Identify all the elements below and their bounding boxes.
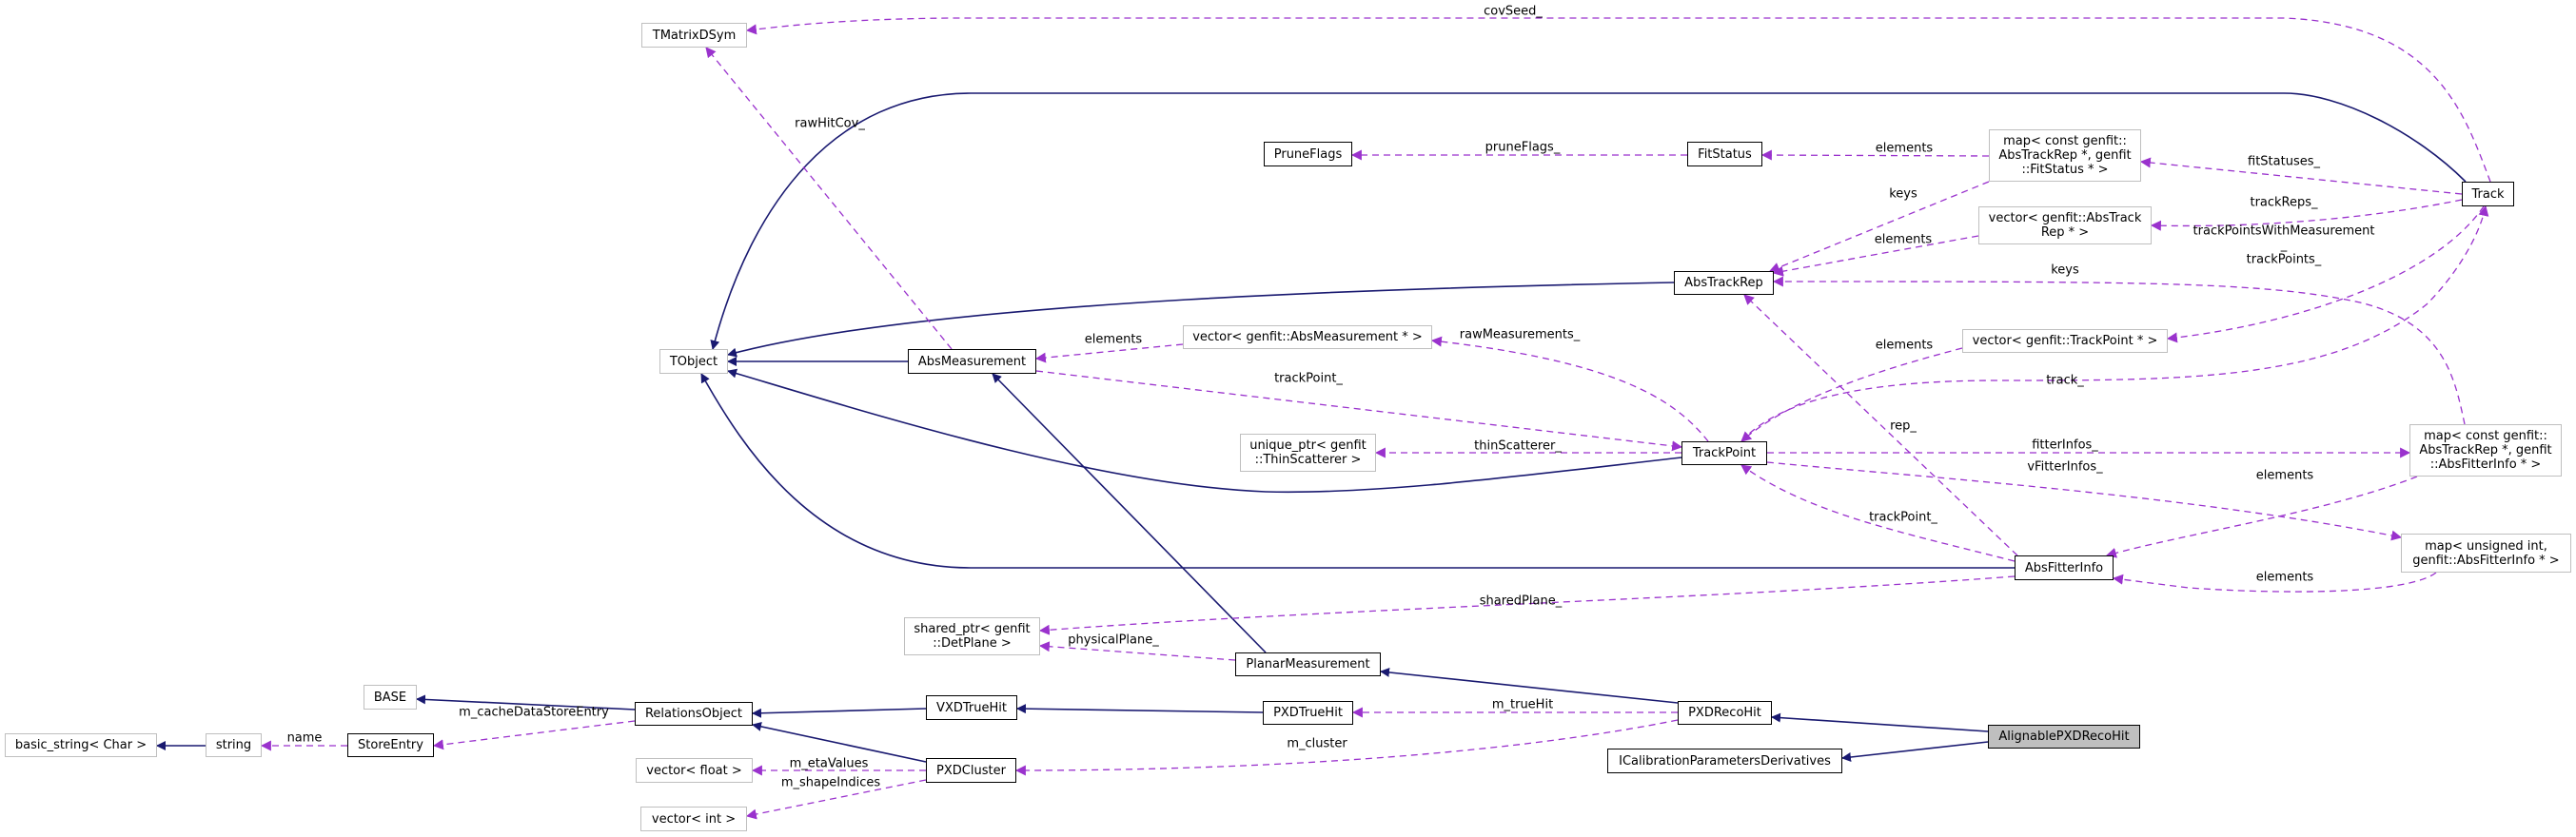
class-node-relationsobject[interactable]: RelationsObject [635, 702, 753, 726]
usage-edge-relationsobject-to-storeentry [432, 720, 636, 750]
class-node-alignablepxdrecohit: AlignablePXDRecoHit [1988, 725, 2140, 749]
inheritance-edge-pxdrecohit-to-planarmeasurement [1380, 667, 1679, 704]
class-node-label: PruneFlags [1273, 146, 1343, 162]
class-node-label: VXDTrueHit [936, 700, 1007, 715]
usage-edge-vecabsmeasurement-to-absmeasurement [1034, 343, 1184, 363]
class-node-icalibrationparametersderivatives[interactable]: ICalibrationParametersDerivatives [1607, 749, 1842, 773]
class-node-sharedptrdetplane[interactable]: shared_ptr< genfit ::DetPlane > [904, 617, 1040, 655]
class-node-label: StoreEntry [358, 738, 423, 752]
class-node-label: vector< genfit::AbsMeasurement * > [1192, 330, 1423, 344]
edge-layer [156, 17, 2491, 820]
class-node-base[interactable]: BASE [364, 685, 417, 710]
class-node-label: string [215, 738, 252, 752]
class-node-vecabsmeasurement[interactable]: vector< genfit::AbsMeasurement * > [1183, 325, 1432, 349]
class-node-label: shared_ptr< genfit ::DetPlane > [914, 622, 1031, 651]
class-node-vectrackpoint[interactable]: vector< genfit::TrackPoint * > [1962, 329, 2168, 353]
usage-edge-pxdrecohit-to-pxdcluster [1014, 719, 1679, 776]
class-node-tmatrixdsym[interactable]: TMatrixDSym [641, 23, 747, 48]
usage-edge-planarmeasurement-to-sharedptrdetplane [1038, 641, 1236, 661]
usage-edge-absfitterinfo-to-abstrackrep [1743, 294, 2018, 556]
class-node-mapuintfitterinfo[interactable]: map< unsigned int, genfit::AbsFitterInfo… [2401, 534, 2571, 573]
class-node-label: PXDTrueHit [1273, 706, 1343, 720]
class-node-absfitterinfo[interactable]: AbsFitterInfo [2015, 555, 2114, 580]
class-node-label: unique_ptr< genfit ::ThinScatterer > [1249, 438, 1367, 467]
class-node-label: AbsTrackRep [1684, 276, 1763, 290]
class-node-label: FitStatus [1698, 146, 1752, 162]
class-node-string[interactable]: string [206, 733, 262, 757]
class-node-label: basic_string< Char > [14, 738, 147, 752]
class-node-fitstatus[interactable]: FitStatus [1687, 142, 1762, 166]
usage-edge-trackpoint-to-track [1740, 204, 2489, 442]
usage-edge-pxdcluster-to-vecint [745, 779, 927, 820]
class-node-label: AbsMeasurement [917, 354, 1027, 369]
class-node-label: vector< genfit::AbsTrack Rep * > [1988, 211, 2142, 240]
usage-edge-absmeasurement-to-tmatrixdsym [705, 47, 953, 350]
usage-edge-mapfitstatus-to-abstrackrep [1768, 181, 1990, 273]
class-node-vecint[interactable]: vector< int > [640, 807, 747, 831]
inheritance-edge-track-to-tobject [710, 92, 2467, 350]
inheritance-edge-alignablepxdrecohit-to-icalibrationparametersderivatives [1841, 741, 1989, 762]
usage-edge-track-to-mapfitstatus [2139, 157, 2463, 195]
inheritance-edge-abstrackrep-to-tobject [727, 282, 1675, 358]
usage-edge-absfitterinfo-to-sharedptrdetplane [1038, 575, 2016, 635]
class-node-label: ICalibrationParametersDerivatives [1619, 753, 1831, 769]
class-node-mapabsfitterinfo[interactable]: map< const genfit:: AbsTrackRep *, genfi… [2409, 424, 2562, 477]
class-node-track[interactable]: Track [2462, 182, 2514, 206]
class-node-label: map< const genfit:: AbsTrackRep *, genfi… [1998, 134, 2132, 177]
inheritance-edge-relationsobject-to-base [416, 694, 636, 710]
usage-edge-vecabstrackrep-to-abstrackrep [1772, 235, 1979, 277]
class-node-mapfitstatus[interactable]: map< const genfit:: AbsTrackRep *, genfi… [1989, 129, 2141, 182]
usage-edge-track-to-vectrackpoint [2166, 205, 2485, 343]
class-node-trackpoint[interactable]: TrackPoint [1681, 441, 1767, 465]
class-node-label: vector< float > [646, 763, 742, 778]
inheritance-edge-vxdtruehit-to-relationsobject [752, 708, 927, 718]
class-node-pruneflags[interactable]: PruneFlags [1264, 142, 1352, 166]
class-node-uniqueptrthinscatterer[interactable]: unique_ptr< genfit ::ThinScatterer > [1240, 434, 1376, 472]
class-node-label: TMatrixDSym [652, 28, 737, 43]
class-node-label: PlanarMeasurement [1246, 657, 1370, 672]
class-node-label: AlignablePXDRecoHit [1998, 730, 2130, 744]
inheritance-edge-pxdcluster-to-relationsobject [752, 721, 927, 763]
class-node-label: vector< int > [651, 811, 737, 827]
usage-edge-mapabsfitterinfo-to-absfitterinfo [2105, 476, 2418, 558]
class-node-label: AbsFitterInfo [2024, 560, 2104, 575]
class-node-label: PXDRecoHit [1688, 706, 1761, 720]
usage-edge-track-to-vecabstrackrep [2150, 199, 2463, 231]
usage-edge-mapuintfitterinfo-to-absfitterinfo [2112, 572, 2437, 593]
inheritance-edge-planarmeasurement-to-absmeasurement [992, 373, 1267, 653]
inheritance-edge-pxdtruehit-to-vxdtruehit [1016, 704, 1264, 714]
class-node-planarmeasurement[interactable]: PlanarMeasurement [1235, 652, 1381, 676]
inheritance-edge-trackpoint-to-tobject [727, 368, 1682, 494]
class-node-label: TrackPoint [1692, 446, 1757, 460]
class-node-label: map< unsigned int, genfit::AbsFitterInfo… [2412, 538, 2560, 568]
class-node-label: vector< genfit::TrackPoint * > [1972, 334, 2158, 348]
class-node-basic_string[interactable]: basic_string< Char > [5, 733, 157, 757]
usage-edge-trackpoint-to-mapuintfitterinfo [1766, 461, 2403, 541]
class-node-label: PXDCluster [936, 763, 1006, 778]
class-node-vxdtruehit[interactable]: VXDTrueHit [926, 695, 1017, 720]
inheritance-edge-absfitterinfo-to-tobject [700, 373, 2015, 569]
usage-edge-track-to-tmatrixdsym [745, 17, 2491, 183]
inheritance-edge-alignablepxdrecohit-to-pxdrecohit [1771, 712, 1989, 732]
class-node-absmeasurement[interactable]: AbsMeasurement [908, 349, 1036, 374]
class-node-abstrackrep[interactable]: AbsTrackRep [1674, 271, 1774, 295]
usage-edge-mapabsfitterinfo-to-abstrackrep [1772, 276, 2466, 425]
usage-edge-absmeasurement-to-trackpoint [1035, 370, 1683, 452]
class-node-label: map< const genfit:: AbsTrackRep *, genfi… [2419, 429, 2552, 472]
class-node-label: Track [2471, 186, 2505, 202]
class-node-label: TObject [669, 354, 718, 369]
class-node-pxdrecohit[interactable]: PXDRecoHit [1678, 701, 1772, 725]
class-node-vecabstrackrep[interactable]: vector< genfit::AbsTrack Rep * > [1978, 206, 2152, 244]
usage-edge-mapfitstatus-to-fitstatus [1760, 149, 1990, 161]
class-node-pxdcluster[interactable]: PXDCluster [926, 758, 1016, 783]
class-node-tobject[interactable]: TObject [659, 349, 728, 374]
class-node-storeentry[interactable]: StoreEntry [347, 733, 434, 757]
class-node-pxdtruehit[interactable]: PXDTrueHit [1263, 701, 1353, 725]
usage-edge-trackpoint-to-vecabsmeasurement [1430, 336, 1709, 442]
class-node-label: RelationsObject [644, 707, 743, 721]
class-node-label: BASE [373, 690, 407, 705]
class-node-vecfloat[interactable]: vector< float > [636, 758, 753, 783]
usage-edge-vectrackpoint-to-trackpoint [1740, 347, 1963, 442]
